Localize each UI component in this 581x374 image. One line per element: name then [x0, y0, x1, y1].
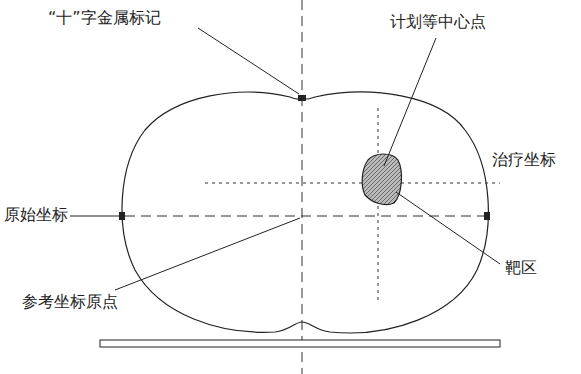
label: “十”字金属标记 — [46, 8, 163, 27]
leader-line — [396, 192, 500, 264]
label: 治疗坐标 — [490, 150, 558, 169]
original-horizontal-axis — [125, 216, 487, 217]
body-outline — [122, 92, 488, 333]
metal-marker — [298, 95, 306, 101]
label: 靶区 — [503, 258, 539, 277]
couch — [100, 340, 500, 347]
metal-marker — [484, 212, 490, 220]
label: 原始坐标 — [2, 205, 70, 224]
label: 参考坐标原点 — [20, 292, 120, 311]
leader-line — [384, 38, 436, 166]
leader-line — [115, 218, 300, 290]
metal-marker — [119, 212, 125, 220]
leader-line — [198, 28, 299, 94]
treatment-horizontal-axis — [205, 183, 500, 184]
reference-vertical-axis — [302, 0, 303, 374]
target-volume — [362, 154, 401, 205]
label: 计划等中心点 — [388, 12, 488, 31]
leader-line — [70, 216, 119, 217]
